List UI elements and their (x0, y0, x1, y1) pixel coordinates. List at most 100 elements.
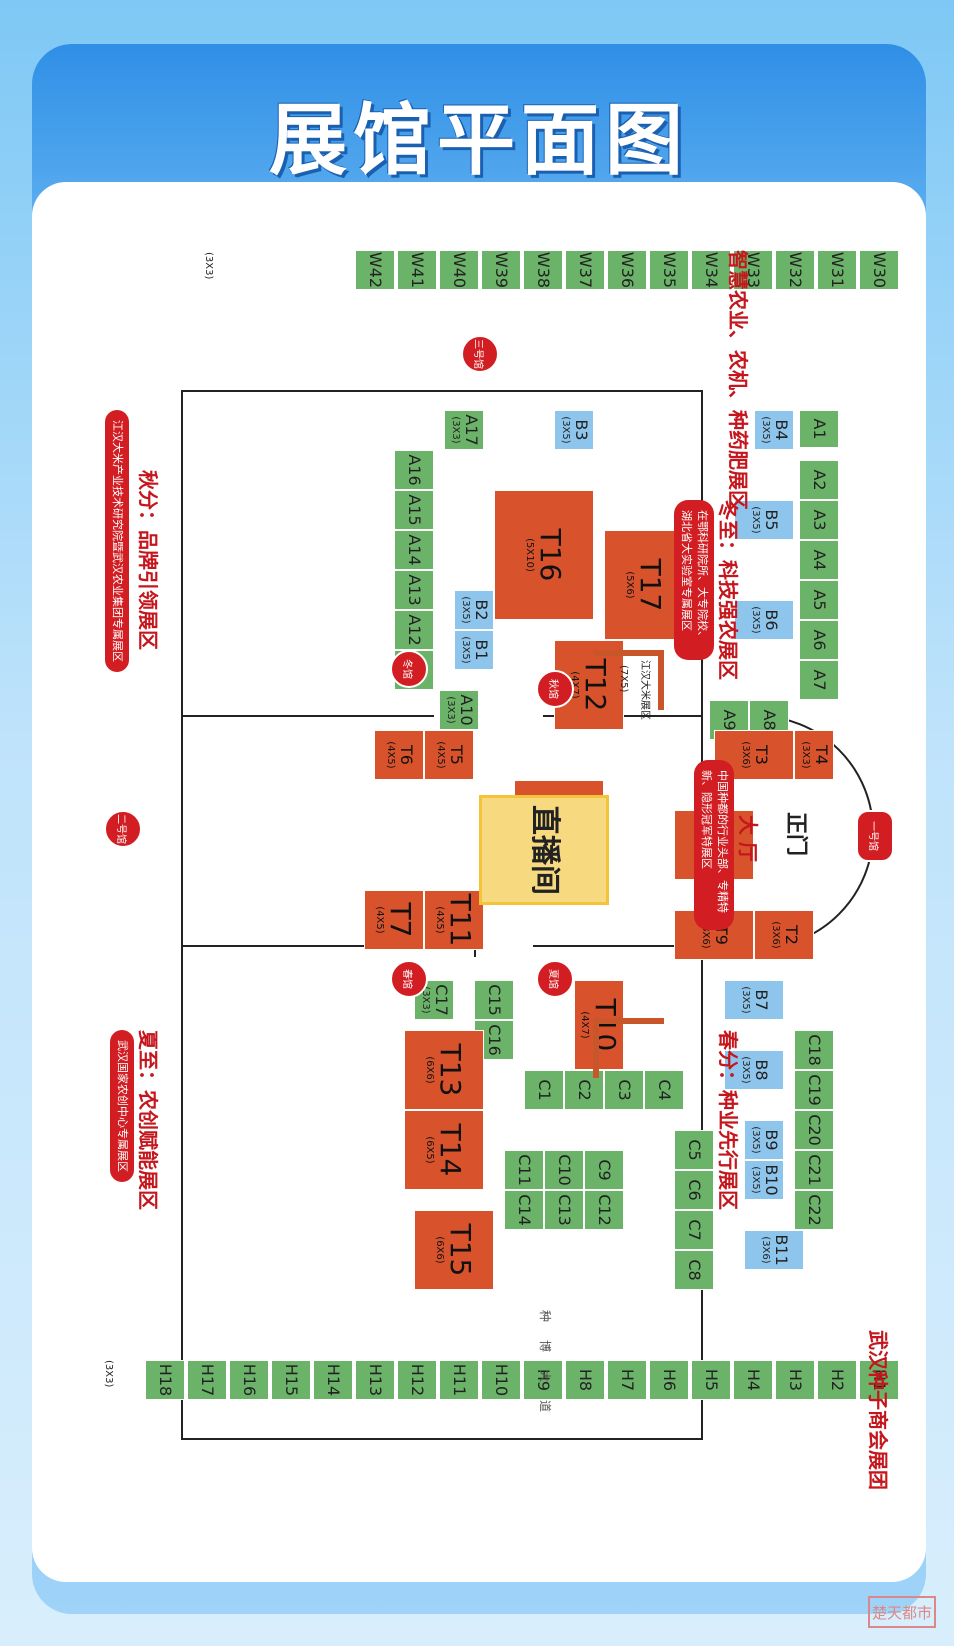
booth-code: W42 (366, 251, 386, 289)
booth-code: C16 (485, 1024, 505, 1056)
booth-b4: B4(3X5) (754, 410, 794, 450)
booth-code: H12 (408, 1363, 428, 1397)
booth-b10: B10(3X5) (744, 1160, 784, 1200)
booth-b1: B1(3X5) (454, 630, 494, 670)
booth-code: W31 (828, 251, 848, 289)
booth-code: C12 (595, 1194, 615, 1226)
booth-size: (3X5) (749, 506, 761, 534)
booth-w35: W35 (649, 250, 689, 290)
booth-h10: H10 (481, 1360, 521, 1400)
booth-a6: A6 (799, 620, 839, 660)
booth-code: W30 (870, 251, 890, 289)
booth-code: C10 (555, 1154, 575, 1186)
zone-hall-desc: 中国种都的行业头部、专精特新、隐形冠军特展区 (694, 760, 734, 930)
watermark-stamp: 楚天都市 (868, 1596, 936, 1628)
booth-code: B6 (761, 609, 781, 631)
booth-w31: W31 (817, 250, 857, 290)
booth-size: (4X7) (578, 1011, 590, 1039)
booth-h4: H4 (733, 1360, 773, 1400)
booth-code: W35 (660, 251, 680, 289)
booth-code: B3 (571, 419, 591, 441)
booth-size: (3X3) (799, 741, 811, 769)
booth-code: B4 (771, 419, 791, 441)
booth-size: (3X3) (449, 416, 461, 444)
booth-code: W36 (618, 251, 638, 289)
booth-b2: B2(3X5) (454, 590, 494, 630)
booth-code: C5 (685, 1139, 705, 1161)
booth-c7: C7 (674, 1210, 714, 1250)
booth-c1: C1 (524, 1070, 564, 1110)
booth-code: A7 (810, 669, 830, 691)
booth-size: (3X5) (559, 416, 571, 444)
booth-size: (3X6) (739, 741, 751, 769)
booth-w40: W40 (439, 250, 479, 290)
booth-t14: T14(6X5) (404, 1110, 484, 1190)
gate-1-badge: 一号馆 (856, 810, 894, 862)
booth-code: A9 (720, 709, 740, 731)
booth-size: (6X5) (423, 1136, 435, 1164)
booth-size: (3X5) (759, 416, 771, 444)
booth-code: T11 (443, 893, 477, 947)
booth-c21: C21 (794, 1150, 834, 1190)
booth-a17: A17(3X3) (444, 410, 484, 450)
booth-a12: A12 (394, 610, 434, 650)
booth-size: (3X5) (749, 1166, 761, 1194)
booth-c19: C19 (794, 1070, 834, 1110)
booth-code: B5 (761, 509, 781, 531)
booth-code: T12 (578, 658, 612, 712)
booth-code: A13 (405, 574, 425, 606)
booth-h17: H17 (187, 1360, 227, 1400)
booth-a4: A4 (799, 540, 839, 580)
booth-code: C3 (615, 1079, 635, 1101)
booth-code: B9 (761, 1129, 781, 1151)
booth-h5: H5 (691, 1360, 731, 1400)
booth-t6: T6(4X5) (374, 730, 424, 780)
booth-code: T3 (751, 745, 771, 765)
booth-t2: T2(3X6) (754, 910, 814, 960)
booth-code: C17 (431, 984, 451, 1016)
booth-b7: B7(3X5) (724, 980, 784, 1020)
rice-size: (7X5) (618, 665, 629, 693)
booth-a14: A14 (394, 530, 434, 570)
booth-w39: W39 (481, 250, 521, 290)
booth-b11: B11(3X6) (744, 1230, 804, 1270)
booth-c20: C20 (794, 1110, 834, 1150)
page-title: 展馆平面图 (268, 96, 689, 186)
booth-code: C22 (805, 1194, 825, 1226)
booth-size: (3X5) (459, 596, 471, 624)
spring-bar (594, 1018, 664, 1024)
booth-size: (5X6) (623, 571, 635, 599)
zone-hall-title: 大 厅 (736, 815, 760, 862)
hall-autumn-badge: 秋馆 (536, 670, 574, 708)
booth-code: B10 (761, 1164, 781, 1196)
booth-size: (4X5) (434, 741, 446, 769)
hall-summer-badge: 夏馆 (536, 960, 574, 998)
booth-code: H18 (156, 1363, 176, 1397)
hall-winter-badge: 冬馆 (390, 650, 428, 688)
booth-code: C14 (515, 1194, 535, 1226)
booth-t7: T7(4X5) (364, 890, 424, 950)
booth-code: C4 (655, 1079, 675, 1101)
booth-code: T13 (433, 1043, 467, 1097)
wall (181, 390, 183, 1440)
booth-code: W38 (534, 251, 554, 289)
booth-t4: T4(3X3) (794, 730, 834, 780)
wall (183, 715, 434, 717)
booth-h8: H8 (565, 1360, 605, 1400)
booth-a16: A16 (394, 450, 434, 490)
booth-size: (5X10) (523, 538, 535, 572)
booth-size: (4X5) (373, 906, 385, 934)
booth-t5: T5(4X5) (424, 730, 474, 780)
zone-north-desc: 江汉大米产业技术研究院暨武汉农业集团专属展区 (105, 410, 129, 672)
w-size: (3X3) (203, 252, 214, 280)
booth-w38: W38 (523, 250, 563, 290)
booth-code: H15 (282, 1363, 302, 1397)
booth-size: (3X3) (444, 696, 456, 724)
booth-c18: C18 (794, 1030, 834, 1070)
booth-t17: T17(5X6) (604, 530, 684, 640)
booth-code: A1 (810, 418, 830, 440)
booth-a1: A1 (799, 410, 839, 448)
booth-size: (6X6) (423, 1056, 435, 1084)
booth-code: A6 (810, 629, 830, 651)
booth-code: T5 (446, 745, 466, 765)
